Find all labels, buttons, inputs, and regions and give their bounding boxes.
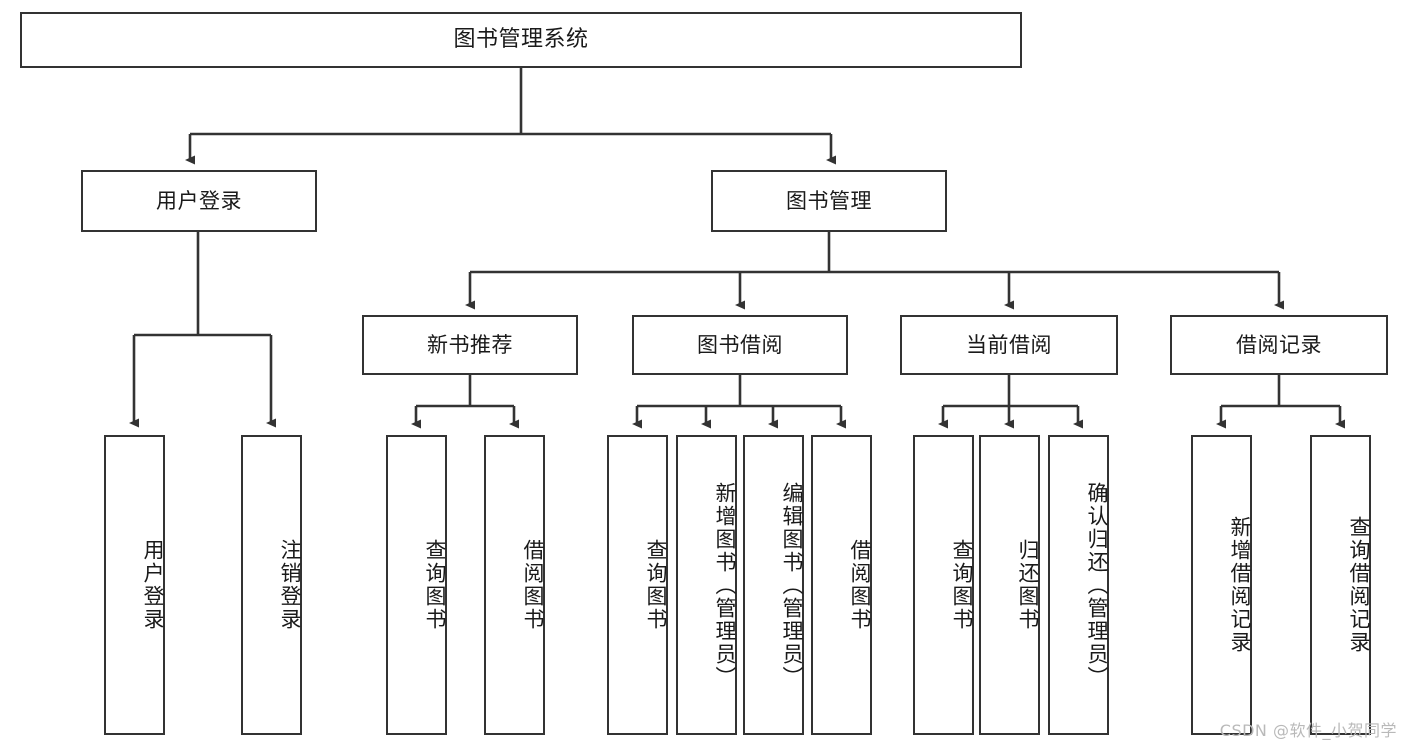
node-leaf-add-record[interactable]: 新增借阅记录 — [1191, 435, 1252, 735]
node-new-book-rec[interactable]: 新书推荐 — [362, 315, 578, 375]
node-leaf-query-book-1-label: 查询图书 — [423, 539, 447, 631]
node-leaf-edit-book-label: 编辑图书（管理员） — [780, 481, 804, 689]
node-borrow-record-label: 借阅记录 — [1236, 332, 1322, 357]
node-leaf-query-book-2[interactable]: 查询图书 — [607, 435, 668, 735]
node-leaf-logout-login-label: 注销登录 — [278, 539, 302, 631]
node-leaf-query-book-2-label: 查询图书 — [644, 539, 668, 631]
node-leaf-add-book-label: 新增图书（管理员） — [713, 481, 737, 689]
node-leaf-borrow-book-1-label: 借阅图书 — [521, 539, 545, 631]
node-leaf-query-record-label: 查询借阅记录 — [1347, 516, 1371, 654]
node-leaf-edit-book[interactable]: 编辑图书（管理员） — [743, 435, 804, 735]
node-leaf-user-login[interactable]: 用户登录 — [104, 435, 165, 735]
node-root-label: 图书管理系统 — [453, 27, 589, 53]
node-book-borrow[interactable]: 图书借阅 — [632, 315, 848, 375]
node-leaf-return-book-label: 归还图书 — [1016, 539, 1040, 631]
node-book-manage-label: 图书管理 — [786, 188, 872, 213]
watermark: CSDN @软件_小贺同学 — [1219, 721, 1397, 740]
node-user-login-label: 用户登录 — [156, 188, 242, 213]
node-leaf-add-book[interactable]: 新增图书（管理员） — [676, 435, 737, 735]
node-leaf-query-book-3-label: 查询图书 — [950, 539, 974, 631]
node-leaf-return-book[interactable]: 归还图书 — [979, 435, 1040, 735]
node-book-borrow-label: 图书借阅 — [697, 332, 783, 357]
node-user-login[interactable]: 用户登录 — [81, 170, 317, 232]
node-borrow-record[interactable]: 借阅记录 — [1170, 315, 1388, 375]
node-leaf-query-book-3[interactable]: 查询图书 — [913, 435, 974, 735]
node-leaf-confirm-return[interactable]: 确认归还（管理员） — [1048, 435, 1109, 735]
node-root[interactable]: 图书管理系统 — [20, 12, 1022, 68]
node-leaf-borrow-book-2-label: 借阅图书 — [848, 539, 872, 631]
node-leaf-query-record[interactable]: 查询借阅记录 — [1310, 435, 1371, 735]
node-new-book-rec-label: 新书推荐 — [427, 332, 513, 357]
node-leaf-confirm-return-label: 确认归还（管理员） — [1085, 481, 1109, 689]
node-leaf-add-record-label: 新增借阅记录 — [1228, 516, 1252, 654]
node-current-borrow-label: 当前借阅 — [966, 332, 1052, 357]
node-current-borrow[interactable]: 当前借阅 — [900, 315, 1118, 375]
node-leaf-borrow-book-2[interactable]: 借阅图书 — [811, 435, 872, 735]
node-leaf-query-book-1[interactable]: 查询图书 — [386, 435, 447, 735]
node-book-manage[interactable]: 图书管理 — [711, 170, 947, 232]
node-leaf-borrow-book-1[interactable]: 借阅图书 — [484, 435, 545, 735]
node-leaf-user-login-label: 用户登录 — [141, 539, 165, 631]
node-leaf-logout-login[interactable]: 注销登录 — [241, 435, 302, 735]
